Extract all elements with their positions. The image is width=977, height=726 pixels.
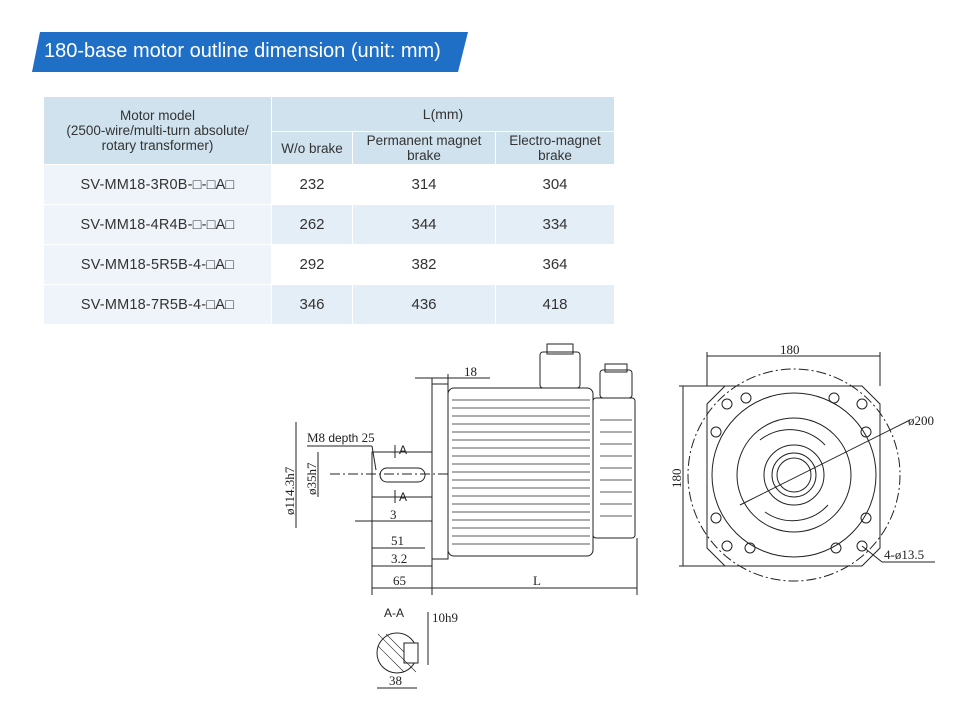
header-motor-model: Motor model (2500-wire/multi-turn absolu… bbox=[43, 96, 272, 165]
cell-pm-brake: 314 bbox=[352, 164, 496, 205]
mount-hole bbox=[856, 540, 868, 552]
cell-pm-brake: 382 bbox=[352, 244, 496, 285]
housing-circle bbox=[711, 392, 877, 558]
m8-value: 25 bbox=[362, 430, 375, 445]
tapped-hole bbox=[710, 512, 722, 524]
key-10h9-label: 10h9 bbox=[432, 610, 458, 625]
slot-top bbox=[759, 429, 826, 446]
cell-wo-brake: 232 bbox=[271, 164, 353, 205]
front-view: ø200 4-ø13.5 180 180 bbox=[669, 342, 935, 582]
m8-leader bbox=[371, 445, 377, 471]
section-a-bottom: A bbox=[399, 490, 407, 504]
m8-prefix: M8 bbox=[307, 430, 325, 445]
power-connector bbox=[539, 351, 581, 389]
side-view: 18 M8 depth 25 A A ø114.3h7 ø35h7 3 51 3… bbox=[282, 343, 638, 595]
shaft-ring bbox=[771, 452, 817, 498]
header-without-brake: W/o brake bbox=[271, 131, 353, 165]
motor-outline-drawing: 18 M8 depth 25 A A ø114.3h7 ø35h7 3 51 3… bbox=[282, 342, 935, 689]
cell-wo-brake: 262 bbox=[271, 204, 353, 245]
keyway bbox=[379, 467, 426, 483]
dim-180-top-label: 180 bbox=[780, 342, 800, 357]
cell-wo-brake: 292 bbox=[271, 244, 353, 285]
key-slot bbox=[403, 642, 419, 664]
dim-3-2-label: 3.2 bbox=[391, 551, 407, 566]
slot-bottom bbox=[764, 504, 829, 522]
dimension-table: Motor model (2500-wire/multi-turn absolu… bbox=[43, 96, 615, 325]
dim-38-label: 38 bbox=[389, 673, 402, 688]
flange bbox=[431, 383, 449, 560]
cell-model: SV-MM18-3R0B-□-□A□ bbox=[43, 164, 272, 205]
cell-pm-brake: 344 bbox=[352, 204, 496, 245]
table-row: SV-MM18-7R5B-4-□A□ 346 436 418 bbox=[43, 284, 615, 325]
tapped-hole bbox=[744, 542, 756, 554]
cooling-fins bbox=[452, 399, 590, 545]
page-title: 180-base motor outline dimension (unit: … bbox=[44, 40, 441, 62]
dim-L-label: L bbox=[533, 573, 541, 588]
header-permanent-magnet-brake: Permanent magnet brake bbox=[352, 131, 496, 165]
mount-hole bbox=[721, 398, 733, 410]
section-label: A-A bbox=[384, 606, 404, 620]
bearing-circle bbox=[763, 444, 825, 506]
tapped-hole bbox=[860, 426, 872, 438]
m8-label: M8 depth 25 bbox=[307, 430, 375, 445]
tapped-hole bbox=[828, 392, 840, 404]
cell-em-brake: 304 bbox=[495, 164, 615, 205]
hatch bbox=[377, 633, 417, 673]
flange-outline bbox=[706, 385, 881, 567]
header-l-mm: L(mm) bbox=[271, 96, 615, 132]
dia-114-label: ø114.3h7 bbox=[282, 466, 297, 515]
tapped-hole bbox=[860, 512, 872, 524]
hatch bbox=[377, 645, 405, 673]
dia-35-label: ø35h7 bbox=[304, 462, 319, 495]
header-motor-model-text: Motor model (2500-wire/multi-turn absolu… bbox=[66, 108, 249, 153]
section-a-a: A-A 10h9 38 bbox=[376, 606, 458, 689]
holes-leader bbox=[861, 545, 883, 563]
dim-180-side-label: 180 bbox=[669, 469, 684, 489]
cell-model: SV-MM18-4R4B-□-□A□ bbox=[43, 204, 272, 245]
shaft-end bbox=[776, 457, 812, 493]
cell-model: SV-MM18-7R5B-4-□A□ bbox=[43, 284, 272, 325]
holes-label: 4-ø13.5 bbox=[884, 547, 924, 562]
dia-200-label: ø200 bbox=[908, 413, 934, 428]
bolt-circle bbox=[687, 368, 901, 582]
title-banner: 180-base motor outline dimension (unit: … bbox=[32, 32, 468, 72]
banner-background bbox=[32, 32, 468, 72]
cell-model: SV-MM18-5R5B-4-□A□ bbox=[43, 244, 272, 285]
mount-hole bbox=[856, 398, 868, 410]
dim-65-label: 65 bbox=[393, 573, 406, 588]
section-a-top: A bbox=[399, 443, 407, 457]
dia-200-leader bbox=[739, 419, 911, 506]
tapped-hole bbox=[830, 542, 842, 554]
tapped-hole bbox=[740, 392, 752, 404]
dim-3-label: 3 bbox=[390, 507, 397, 522]
m8-depth: depth bbox=[328, 431, 358, 445]
tapped-hole bbox=[710, 426, 722, 438]
encoder-connector bbox=[599, 369, 633, 399]
dim-18-label: 18 bbox=[464, 364, 477, 379]
cell-em-brake: 364 bbox=[495, 244, 615, 285]
rear-fins bbox=[600, 419, 632, 517]
table-row: SV-MM18-3R0B-□-□A□ 232 314 304 bbox=[43, 164, 615, 205]
pilot-circle bbox=[736, 417, 852, 533]
cell-em-brake: 334 bbox=[495, 204, 615, 245]
cell-wo-brake: 346 bbox=[271, 284, 353, 325]
mount-hole bbox=[721, 540, 733, 552]
power-connector-cap bbox=[546, 343, 574, 355]
table-row: SV-MM18-5R5B-4-□A□ 292 382 364 bbox=[43, 244, 615, 285]
cell-em-brake: 418 bbox=[495, 284, 615, 325]
hatch bbox=[385, 633, 405, 653]
table-row: SV-MM18-4R4B-□-□A□ 262 344 334 bbox=[43, 204, 615, 245]
dim-51-label: 51 bbox=[391, 533, 404, 548]
header-electro-magnet-brake: Electro-magnet brake bbox=[495, 131, 615, 165]
cell-pm-brake: 436 bbox=[352, 284, 496, 325]
encoder-connector-cap bbox=[604, 363, 628, 373]
